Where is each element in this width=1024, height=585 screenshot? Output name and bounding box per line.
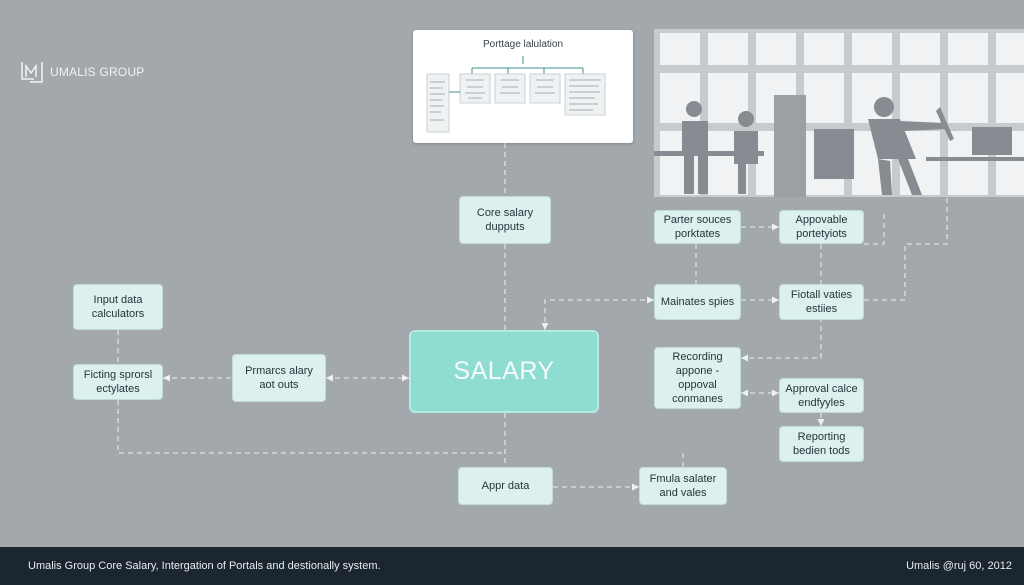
node-approval-calce: Approval calce endfyyles: [779, 378, 864, 413]
node-reporting: Reporting bedien tods: [779, 426, 864, 462]
connector: [741, 317, 822, 359]
node-label-line: Fiotall vaties: [790, 289, 853, 301]
node-label-line: ectylates: [96, 383, 140, 395]
node-label-line: calculators: [91, 308, 145, 320]
node-label-line: Approval calce: [785, 382, 858, 395]
node-label-line: Input data: [93, 294, 143, 306]
node-fitting: Ficting sprorsl ectylates: [73, 364, 163, 400]
node-label-line: portetyiots: [796, 228, 847, 240]
footer-copyright: Umalis @ruj 60, 2012: [906, 560, 1012, 572]
brand-name: UMALIS GROUP: [50, 65, 145, 79]
node-label-line: appone -: [675, 365, 720, 377]
brand-logo: UMALIS GROUP: [20, 59, 144, 85]
footer-bar: Umalis Group Core Salary, Intergation of…: [0, 547, 1024, 585]
node-label-line: estiies: [805, 303, 838, 315]
office-window-illustration: [654, 29, 1024, 197]
node-partner-sources: Parter souces porktates: [654, 210, 741, 244]
node-primarcs-salary: Prmarcs alary aot outs: [232, 354, 326, 402]
portal-preview-panel: Porttage lalulation: [413, 30, 633, 143]
portal-mini-diagram: [426, 56, 606, 133]
node-label-line: and vales: [659, 487, 707, 499]
node-formula-salater: Fmula salater and vales: [639, 467, 727, 505]
node-label-line: Recording: [672, 351, 723, 363]
node-label-line: Appr data: [481, 480, 530, 492]
node-label-line: Ficting sprorsl: [83, 369, 153, 381]
node-label-line: porktates: [674, 228, 721, 240]
node-appr-data: Appr data: [458, 467, 553, 505]
node-label-line: aot outs: [259, 379, 299, 391]
node-label-line: endfyyles: [798, 396, 845, 409]
connector: [544, 299, 654, 330]
footer-caption: Umalis Group Core Salary, Intergation of…: [28, 560, 381, 572]
node-label-line: Fmula salater: [649, 473, 717, 485]
connector: [864, 197, 948, 301]
connector: [864, 210, 885, 245]
node-label-line: oppoval: [678, 379, 717, 391]
node-input-data: Input data calculators: [73, 284, 163, 330]
connector: [117, 400, 505, 454]
node-label-line: bedien tods: [793, 445, 850, 457]
portal-title: Porttage lalulation: [482, 39, 564, 50]
node-core-salary-outputs: Core salary dupputs: [459, 196, 551, 244]
node-label-line: Reporting: [797, 431, 846, 443]
node-recording-approval: Recording appone - oppoval conmanes: [654, 347, 741, 409]
node-label-line: dupputs: [485, 221, 525, 233]
node-label-line: Mainates spies: [660, 296, 735, 308]
salary-center-node: SALARY: [409, 330, 599, 413]
node-label-line: conmanes: [672, 393, 723, 405]
node-label-line: Core salary: [476, 207, 534, 219]
um-logo-icon: [21, 62, 43, 83]
node-maintates-spies: Mainates spies: [654, 284, 741, 320]
node-label-line: Appovable: [795, 214, 848, 226]
node-fiotall-vaties: Fiotall vaties estiies: [779, 284, 864, 320]
node-label-line: Prmarcs alary: [245, 365, 313, 377]
node-approvable: Appovable portetyiots: [779, 210, 864, 244]
node-label-line: Parter souces: [663, 214, 732, 226]
